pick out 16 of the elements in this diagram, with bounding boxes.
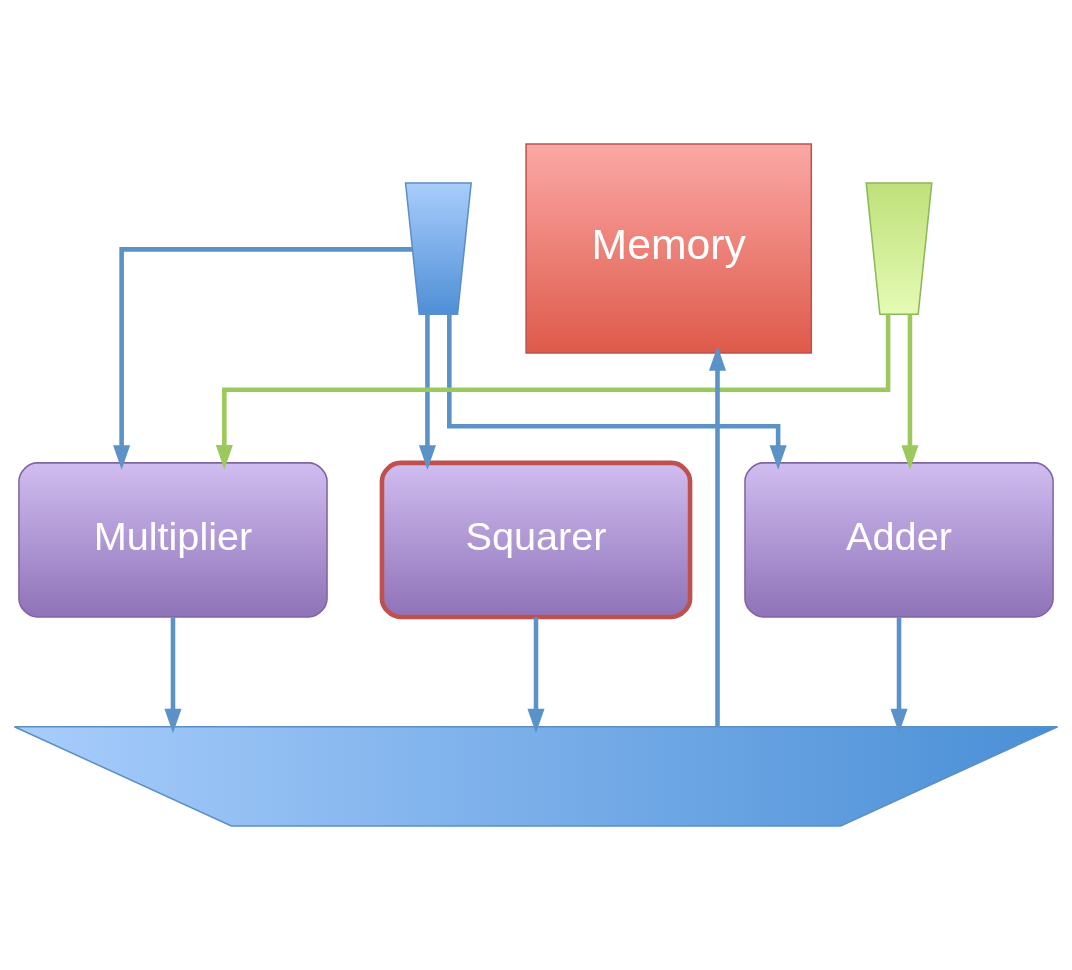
node-trapezoid (865, 182, 933, 315)
arrow (447, 314, 787, 470)
arrow (113, 247, 413, 470)
node-box: Squarer (379, 460, 693, 620)
arrow (164, 617, 182, 734)
arrow (708, 346, 727, 727)
node-box: Memory (525, 143, 813, 354)
node-box: Multiplier (18, 462, 328, 618)
arrow (527, 617, 545, 734)
arrow (901, 314, 919, 470)
arrow (890, 617, 908, 734)
node-trapezoid (13, 726, 1059, 827)
node-trapezoid (404, 182, 473, 315)
arrow (418, 314, 436, 470)
arrow (215, 314, 891, 470)
node-box: Adder (744, 462, 1054, 618)
